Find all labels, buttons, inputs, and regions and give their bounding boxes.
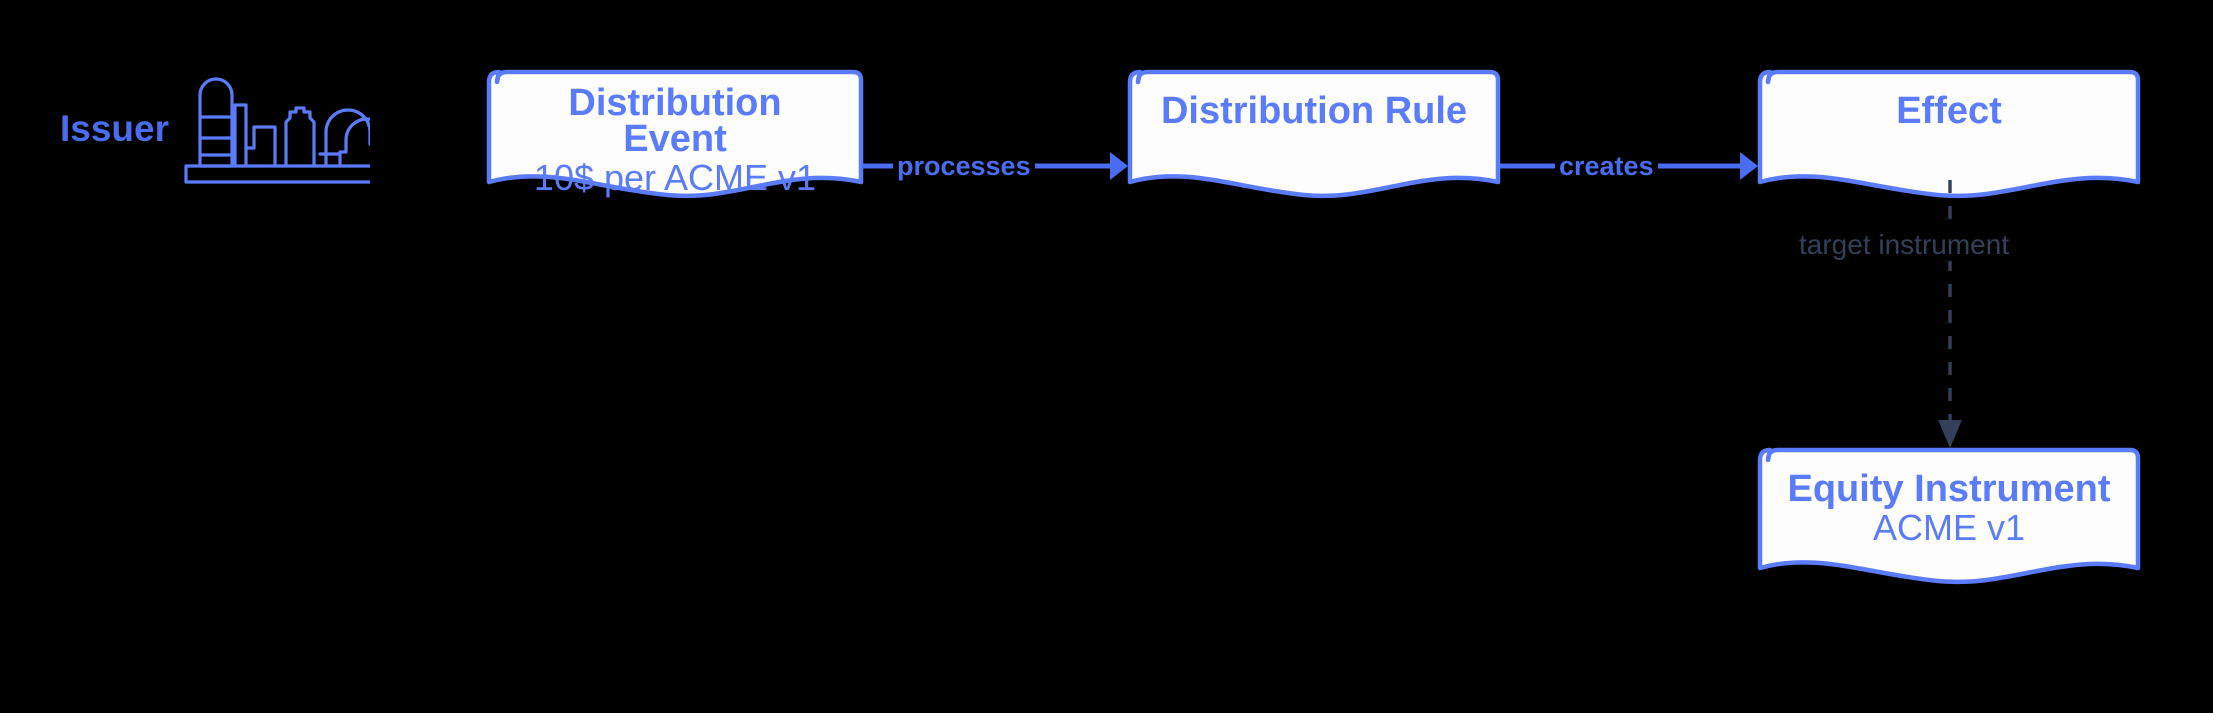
target-instrument-edge-label: target instrument <box>1791 229 2018 261</box>
target-instrument-edge: target instrument <box>1791 180 2195 450</box>
processes-edge-label: processes <box>893 153 1035 180</box>
issuer-actor-group: Issuer <box>60 60 406 190</box>
node-distribution-rule[interactable]: Distribution Rule <box>1127 69 1501 199</box>
creates-edge: creates <box>1500 140 1758 195</box>
node-effect[interactable]: Effect <box>1757 69 2141 199</box>
node-distribution-event[interactable]: Distribution Event 10$ per ACME v1 <box>486 69 864 199</box>
node-equity-instrument[interactable]: Equity Instrument ACME v1 <box>1757 447 2141 585</box>
creates-edge-label: creates <box>1555 153 1658 180</box>
issuer-label: Issuer <box>60 108 170 149</box>
processes-edge: processes <box>862 140 1128 195</box>
factory-icon <box>180 60 406 190</box>
